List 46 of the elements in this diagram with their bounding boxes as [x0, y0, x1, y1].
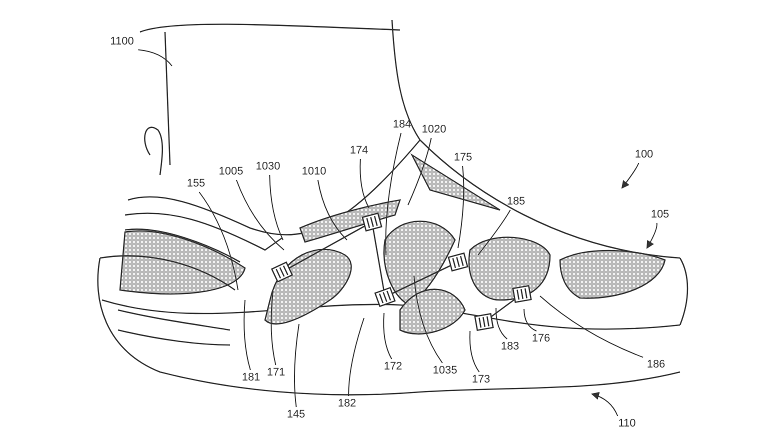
leader-arrow — [621, 162, 640, 189]
leader-line — [478, 210, 511, 256]
callout-number: 173 — [472, 374, 490, 386]
callout-number: 110 — [618, 418, 636, 430]
callout-number: 155 — [186, 178, 206, 190]
leader-line — [348, 318, 364, 396]
callout-number: 100 — [634, 148, 654, 162]
callout-number: 1035 — [432, 364, 458, 378]
callout-number: 186 — [646, 358, 666, 372]
callout-number: 185 — [506, 196, 526, 208]
callout-number: 1005 — [218, 166, 244, 178]
leader-line — [414, 276, 443, 364]
callout-number: 1020 — [422, 124, 446, 136]
leader-arrow — [591, 392, 618, 416]
callout-number: 183 — [500, 340, 520, 354]
leader-line — [236, 180, 284, 250]
leader-line — [198, 192, 238, 290]
leader-line — [385, 132, 402, 256]
callout-number: 176 — [532, 332, 550, 346]
leader-line — [360, 158, 370, 208]
leader-line — [469, 330, 480, 372]
callout-number: 182 — [338, 398, 356, 410]
leader-line — [244, 300, 251, 370]
callout-number: 171 — [266, 366, 286, 380]
leader-line — [496, 308, 508, 340]
leader-line — [138, 49, 172, 66]
callout-number: 145 — [286, 408, 306, 422]
callout-number: 172 — [384, 360, 402, 374]
callout-number: 181 — [242, 372, 260, 384]
leader-line — [317, 180, 348, 240]
leader-line — [269, 174, 284, 240]
callout-number: 174 — [350, 144, 368, 158]
leader-line — [408, 138, 432, 206]
leader-line — [458, 166, 464, 248]
leader-line — [540, 296, 644, 358]
leader-arrow — [646, 222, 658, 249]
leader-line — [270, 290, 276, 366]
callout-number: 1030 — [256, 160, 280, 174]
callout-number: 1100 — [110, 36, 134, 48]
leader-line — [383, 312, 392, 360]
callout-number: 105 — [650, 208, 670, 222]
callout-number: 184 — [392, 118, 412, 132]
leader-line — [524, 308, 537, 332]
leader-line — [294, 324, 300, 408]
callout-number: 175 — [454, 152, 472, 164]
callout-number: 1010 — [302, 166, 326, 178]
